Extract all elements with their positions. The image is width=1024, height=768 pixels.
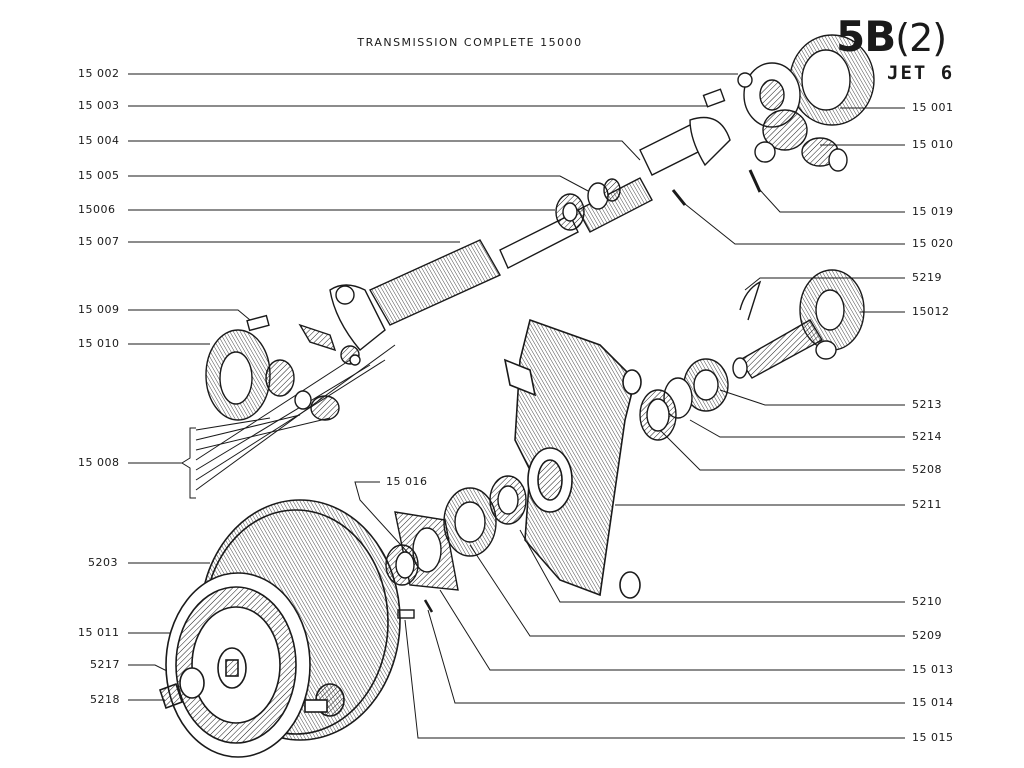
hub-bearings (639, 358, 729, 441)
shaft-bearings (555, 178, 621, 231)
label-15009: 15 009 (78, 303, 120, 316)
label-15010-left: 15 010 (78, 337, 120, 350)
leader-15020 (679, 199, 905, 245)
label-15001: 15 001 (912, 101, 954, 114)
label-5217: 5217 (90, 658, 120, 671)
label-5211: 5211 (912, 498, 942, 511)
leader-15016 (354, 481, 411, 556)
diagram-title: TRANSMISSION COMPLETE 15000 (357, 36, 583, 49)
leader-5213 (719, 389, 905, 406)
bracket-15008 (181, 427, 196, 499)
label-5208: 5208 (912, 463, 942, 476)
leader-5209 (469, 544, 905, 637)
leader-15019 (759, 189, 905, 213)
label-15007: 15 007 (78, 235, 120, 248)
label-5218: 5218 (90, 693, 120, 706)
leader-15015 (404, 619, 905, 739)
leader-15014 (427, 609, 905, 704)
sheet-index: (2) (895, 16, 947, 60)
label-15008: 15 008 (78, 456, 120, 469)
label-15019: 15 019 (912, 205, 954, 218)
label-15005: 15 005 (78, 169, 120, 182)
label-15004: 15 004 (78, 134, 120, 147)
label-15002: 15 002 (78, 67, 120, 80)
rear-flange (205, 329, 340, 421)
wheel-housing (503, 318, 642, 599)
driveshaft-tube (369, 119, 713, 326)
leader-5214 (689, 419, 905, 438)
label-5203: 5203 (88, 556, 118, 569)
label-15020: 15 020 (912, 237, 954, 250)
label-5209: 5209 (912, 629, 942, 642)
label-5219: 5219 (912, 271, 942, 284)
label-5213: 5213 (912, 398, 942, 411)
label-15013: 15 013 (912, 663, 954, 676)
label-5214: 5214 (912, 430, 942, 443)
leader-5208 (654, 424, 905, 471)
leader-15005 (128, 175, 591, 193)
label-15003: 15 003 (78, 99, 120, 112)
leader-15013 (439, 589, 905, 671)
label-15011: 15 011 (78, 626, 120, 639)
label-15015: 15 015 (912, 731, 954, 744)
label-15010-right: 15 010 (912, 138, 954, 151)
brake-disc (158, 499, 401, 758)
leader-5219 (744, 277, 905, 291)
label-15014: 15 014 (912, 696, 954, 709)
label-15012: 15012 (912, 305, 950, 318)
front-flange-assembly (671, 34, 875, 206)
label-15006: 15006 (78, 203, 116, 216)
leader-5210 (519, 529, 905, 603)
leader-15004 (128, 140, 641, 161)
model-label: JET 6 (887, 62, 955, 84)
label-5210: 5210 (912, 595, 942, 608)
rear-universal-joint (246, 284, 386, 366)
leader-15009 (128, 309, 251, 321)
housing-bearings (385, 475, 527, 619)
hub-shaft (732, 269, 865, 379)
label-15016: 15 016 (386, 475, 428, 488)
